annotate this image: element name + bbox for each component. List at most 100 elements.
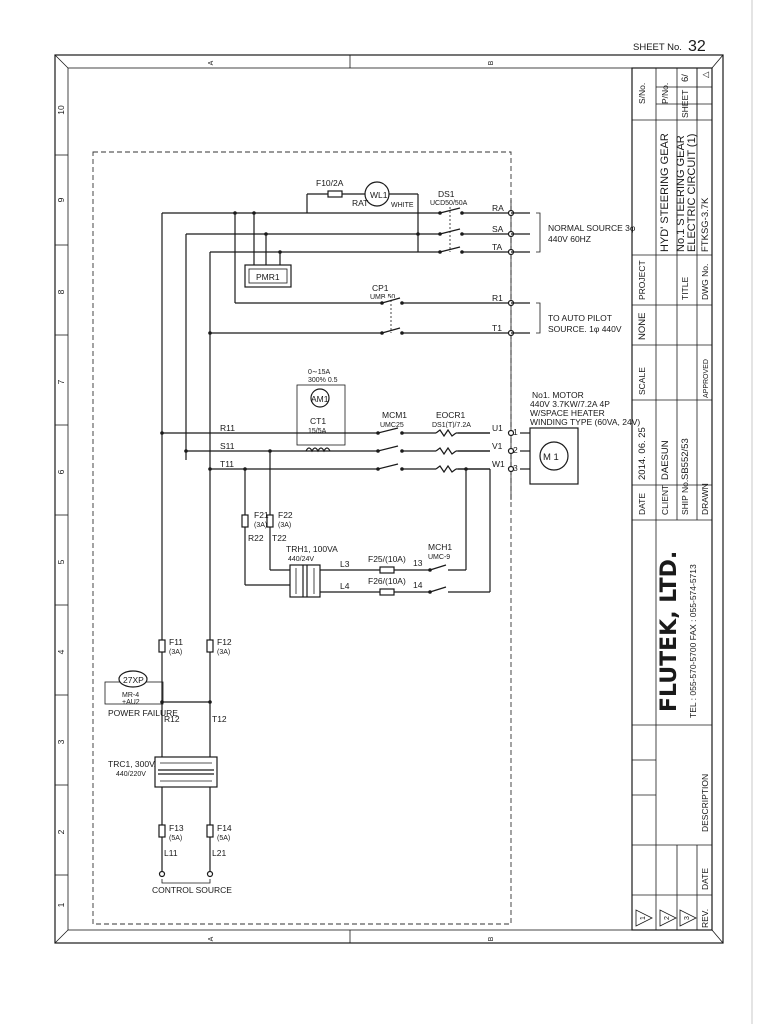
xp27-type: MR-4	[122, 692, 139, 699]
company-contact: TEL : 055-570-5700 FAX : 055-574-5713	[688, 564, 698, 718]
rev-mark-1: 1	[640, 916, 647, 920]
rev-date-label: DATE	[700, 868, 710, 890]
mcm1-type: UMC25	[380, 422, 404, 429]
terminal-ra: RA	[492, 203, 504, 213]
fuse-icon	[379, 588, 395, 596]
motor-feeders: R11 S11 T11	[160, 333, 490, 471]
f14-label: F14	[217, 823, 232, 833]
terminal-block-normal: RA SA TA NORMAL SOURCE 3φ 440V 60HZ	[492, 203, 636, 256]
feeder-r11: R11	[220, 423, 235, 433]
rev-label: REV.	[700, 909, 710, 928]
scale-value: NONE	[637, 313, 648, 340]
feeder-s11: S11	[220, 441, 235, 451]
cp1-label: CP1	[372, 283, 389, 293]
title-line-1: No.1 STEERING GEAR	[675, 135, 687, 252]
panel-boundary	[92, 151, 512, 925]
ct-coil-icon	[305, 447, 331, 453]
terminal-r1: R1	[492, 293, 503, 303]
control-transformer-icon	[154, 756, 218, 788]
f13-label: F13	[169, 823, 184, 833]
fuse-icon	[158, 639, 166, 653]
zone-number: 10	[56, 105, 66, 115]
trh1-ratio: 440/24V	[288, 556, 314, 563]
t12-label: T12	[212, 714, 227, 724]
lamp-circuit: F10/2A WL1 RAT WHITE	[306, 178, 420, 252]
space-heater-circuit: F21 (3A) F22 (3A) R22 T22 TRH1, 100VA 44…	[241, 449, 491, 598]
ct1-label: CT1	[310, 416, 326, 426]
sheet-number-value: 32	[688, 38, 706, 55]
ct1-ratio: 15/5A	[308, 428, 327, 435]
l3-label: L3	[340, 559, 350, 569]
f11-rating: (3A)	[169, 649, 182, 656]
eocr1-label: EOCR1	[436, 410, 466, 420]
project-value: HYD' STEERING GEAR	[659, 133, 671, 252]
fuse-icon	[206, 824, 214, 838]
terminal-number-1: 1	[513, 427, 518, 437]
zone-number: 4	[56, 649, 66, 654]
l4-label: L4	[340, 581, 350, 591]
r22-label: R22	[248, 533, 264, 543]
description-label: DESCRIPTION	[700, 774, 710, 832]
zone-letter-bottom-a: A	[208, 936, 215, 941]
title-label: TITLE	[680, 277, 690, 300]
f21-rating: (3A)	[254, 522, 267, 529]
terminal-13: 13	[413, 558, 423, 568]
cp1-circuit-protector: CP1 UMB 50	[208, 211, 404, 338]
terminal-u1: U1	[492, 423, 503, 433]
zone-number: 2	[56, 829, 66, 834]
eocr1-rating: DS1(T)/7.2A	[432, 422, 471, 429]
sno-label: S/No.	[637, 83, 647, 104]
terminal-sa: SA	[492, 224, 504, 234]
f22-label: F22	[278, 510, 293, 520]
r12-label: R12	[164, 714, 180, 724]
zone-number: 5	[56, 559, 66, 564]
ds1-disconnect-switch: DS1 UCD50/50A	[430, 189, 468, 258]
terminal-v1: V1	[492, 441, 503, 451]
sheet-value: 6/	[680, 74, 691, 82]
sheet-label: SHEET	[680, 90, 690, 118]
client-value: DAESUN	[660, 440, 671, 480]
wl1-color: WHITE	[391, 202, 414, 209]
mcm1-contactor: MCM1 UMC25	[376, 410, 407, 474]
motor-winding: WINDING TYPE (60VA, 24V)	[530, 417, 640, 427]
title-line-2: ELECTRIC CIRCUIT (1)	[686, 134, 698, 252]
f11-label: F11	[169, 637, 183, 647]
trc1-ratio: 440/220V	[116, 771, 146, 778]
motor-icon	[539, 441, 569, 471]
revision-marks: 1 2 3	[635, 909, 697, 927]
shipno-label: SHIP No.	[680, 480, 690, 515]
terminal-14: 14	[413, 580, 423, 590]
zone-number: 9	[56, 197, 66, 202]
autopilot-source-voltage: SOURCE. 1φ 440V	[548, 324, 622, 334]
terminal-block-autopilot: R1 T1 TO AUTO PILOT SOURCE. 1φ 440V	[492, 293, 622, 337]
control-source-label: CONTROL SOURCE	[152, 885, 232, 895]
am1-label: AM1	[311, 394, 329, 404]
terminal-number-3: 3	[513, 463, 518, 473]
drawn-label: DRAWN	[700, 483, 710, 515]
approved-label: APPROVED	[703, 359, 710, 398]
xp27-option: +AU2	[122, 699, 140, 706]
date-label: DATE	[637, 493, 647, 515]
trc1-label: TRC1, 300VA	[108, 759, 160, 769]
autopilot-source-label: TO AUTO PILOT	[548, 313, 612, 323]
ds1-rating: UCD50/50A	[430, 200, 468, 207]
normal-source-voltage: 440V 60HZ	[548, 234, 591, 244]
feeder-t11: T11	[220, 459, 234, 469]
power-failure-label: POWER FAILURE	[108, 708, 178, 718]
motor-connection: U1 V1 W1 1 2 3 M 1 No1. MOTOR 440V 3.7KW…	[492, 390, 640, 485]
client-label: CLIENT	[660, 485, 670, 515]
drawing-border	[54, 54, 724, 944]
relay-coil-icon	[118, 670, 148, 688]
rat-label: RAT	[352, 198, 368, 208]
fuse-icon	[206, 639, 214, 653]
am1-accuracy: 300% 0.5	[308, 377, 338, 384]
border-zone-markers: A B A B 10 9 8 7 6 5 4 3 2 1	[56, 60, 495, 941]
company-logo: FLUTEK, LTD.	[657, 551, 682, 712]
zone-letter-top-b: B	[488, 60, 495, 65]
fuse-icon	[379, 566, 395, 574]
am1-range: 0∼15A	[308, 369, 331, 376]
rev-mark-3: 3	[684, 916, 691, 920]
title-block: S/No. P/No. SHEET 6/ △ PROJECT HYD' STEE…	[631, 67, 713, 931]
zone-number: 7	[56, 379, 66, 384]
ammeter-icon	[310, 388, 330, 408]
